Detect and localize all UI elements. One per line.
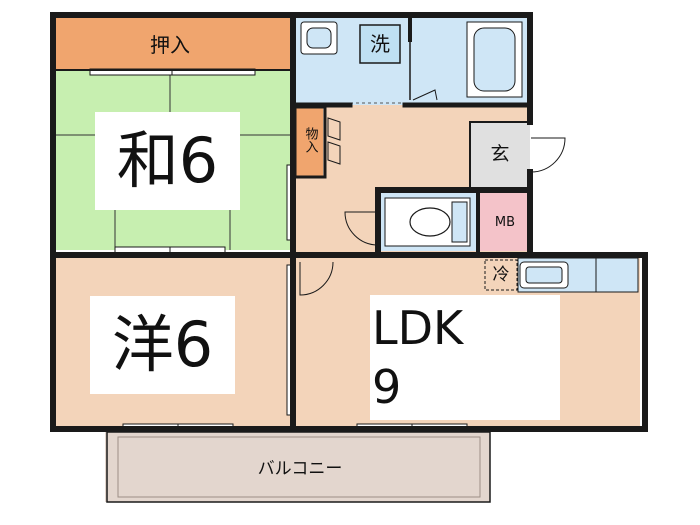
label-ldk-size: 9 [372,360,402,414]
label-balcony: バルコニー [257,458,343,479]
label-monoire: 物入 [302,127,318,153]
walls [50,12,648,432]
room-mb [480,193,530,251]
washing-machine-icon [359,24,401,64]
fridge-space [484,259,518,291]
balcony-frame [106,431,491,503]
label-oshiire: 押入 [150,33,190,57]
sink-icon [519,261,569,289]
washbasin-icon [300,21,338,55]
bathtub-icon [466,21,523,98]
toilet-icon [384,197,471,247]
label-mb: MB [494,214,516,230]
room-oshiire [55,17,290,70]
label-ldk-name: LDK [372,301,464,355]
room-genkan [470,122,530,187]
door-swing-icons [299,117,566,296]
room-monoire [295,108,323,176]
label-youshitsu-bg [90,296,235,394]
label-senmen: 洗 [370,32,390,56]
label-washitsu-bg [95,112,240,210]
label-genkan: 玄 [490,142,510,165]
label-youshitsu: 洋6 [111,308,214,381]
label-ldk-bg [370,295,560,420]
label-washitsu: 和6 [116,124,219,197]
bath-door-swing-icon [412,89,438,101]
label-reizouko: 冷 [492,264,510,285]
balcony-inner-frame [117,436,481,498]
room-balcony [105,432,490,502]
